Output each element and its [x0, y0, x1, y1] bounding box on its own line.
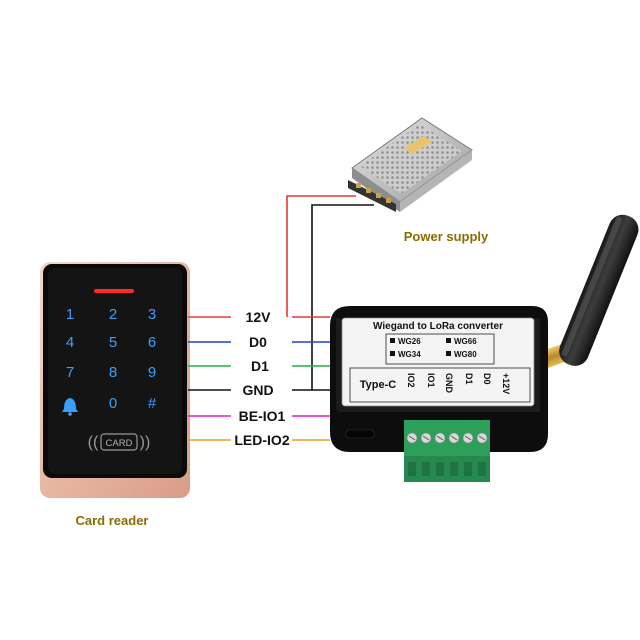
wire-label-d0: D0	[249, 334, 267, 350]
terminal-slot	[408, 462, 416, 476]
reader-status-led	[94, 289, 134, 293]
wire-lines	[188, 316, 330, 441]
keypad-key-5[interactable]: 5	[109, 334, 117, 351]
mode-label: WG80	[454, 350, 477, 359]
card-reader-caption: Card reader	[76, 513, 149, 528]
usb-port-label: Type-C	[360, 379, 397, 391]
keypad-key-1[interactable]: 1	[66, 306, 74, 323]
pin-label-d1: D1	[464, 373, 474, 385]
usb-c-port	[345, 429, 375, 439]
keypad-key-hash[interactable]: #	[148, 395, 157, 412]
pin-label-io2: IO2	[406, 373, 416, 388]
keypad-key-7[interactable]: 7	[66, 364, 74, 381]
wiring	[286, 195, 374, 390]
wire-label-led-io2: LED-IO2	[234, 432, 289, 448]
power-supply-caption: Power supply	[404, 229, 489, 244]
card-area: (( )) CARD	[88, 433, 151, 451]
terminal-slot	[464, 462, 472, 476]
rfid-wave-icon: ))	[140, 434, 151, 451]
wire-label-d1: D1	[251, 358, 269, 374]
wire-label-be-io1: BE-IO1	[239, 408, 286, 424]
keypad-key-8[interactable]: 8	[109, 364, 117, 381]
bell-icon[interactable]	[62, 398, 78, 416]
reader-keypad: 1 2 3 4 5 6 7 8 9 0 #	[62, 306, 157, 416]
pin-label-d0: D0	[482, 373, 492, 385]
mode-indicator	[390, 351, 395, 356]
antenna	[534, 214, 639, 371]
converter-title: Wiegand to LoRa converter	[373, 321, 503, 332]
mode-indicator	[390, 338, 395, 343]
wire-label-gnd: GND	[242, 382, 273, 398]
terminal-slot	[450, 462, 458, 476]
terminal-slot	[422, 462, 430, 476]
psu-terminal-strip	[348, 180, 396, 212]
power-supply	[348, 117, 473, 212]
mode-label: WG26	[398, 337, 421, 346]
keypad-key-3[interactable]: 3	[148, 306, 156, 323]
wire-12v-psu	[286, 195, 356, 317]
keypad-key-4[interactable]: 4	[66, 334, 74, 351]
keypad-key-2[interactable]: 2	[109, 306, 117, 323]
rfid-wave-icon: ((	[88, 434, 99, 451]
keypad-key-9[interactable]: 9	[148, 364, 156, 381]
pin-label-io1: IO1	[426, 373, 436, 388]
mode-label: WG66	[454, 337, 477, 346]
pin-labels: IO2 IO1 GND D1 D0 +12V	[406, 373, 511, 394]
mode-label: WG34	[398, 350, 421, 359]
mode-indicator	[446, 351, 451, 356]
pin-label-gnd: GND	[444, 373, 454, 394]
card-label: CARD	[106, 438, 133, 449]
wire-label-12v: 12V	[246, 309, 272, 325]
card-reader: 1 2 3 4 5 6 7 8 9 0 # (( )) CARD	[40, 262, 190, 498]
terminal-slot	[478, 462, 486, 476]
wire-gnd-psu	[311, 204, 374, 390]
pin-label-12v: +12V	[501, 373, 511, 394]
keypad-key-0[interactable]: 0	[109, 395, 117, 412]
terminal-block	[404, 420, 490, 482]
keypad-key-6[interactable]: 6	[148, 334, 156, 351]
mode-indicator	[446, 338, 451, 343]
terminal-slot	[436, 462, 444, 476]
